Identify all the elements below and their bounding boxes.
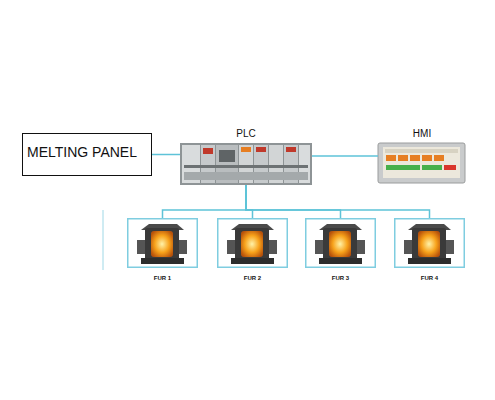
- hmi-header: [385, 149, 458, 153]
- hmi-illustration: [378, 143, 465, 183]
- hmi-bar: [444, 165, 456, 170]
- furnace-illustration: [395, 219, 465, 268]
- furnace-node: FUR 3: [305, 218, 376, 288]
- furnace-caption: FUR 2: [244, 274, 261, 283]
- plc-terminal-strip: [184, 165, 308, 168]
- furnace-illustration: [128, 219, 198, 268]
- hmi-bar: [386, 155, 396, 161]
- device-node: HMI: [378, 127, 466, 183]
- furnace-node: FUR 4: [394, 218, 465, 288]
- furnace-node: FUR 1: [127, 218, 198, 288]
- connector-line: [312, 155, 378, 157]
- plc-led: [241, 147, 251, 152]
- hmi-bar: [422, 165, 442, 170]
- plc-led: [256, 147, 266, 152]
- plc-terminal-block: [184, 172, 308, 180]
- furnace-caption: FUR 3: [332, 274, 349, 283]
- furnace-illustration: [306, 219, 376, 268]
- wire-line: [103, 210, 104, 270]
- hmi-bar: [434, 155, 444, 161]
- furnace-illustration: [218, 219, 288, 268]
- connector-line: [246, 185, 341, 218]
- device-label: HMI: [413, 127, 431, 141]
- plc-illustration: [180, 143, 312, 185]
- panel-box: MELTING PANEL: [22, 133, 152, 176]
- hmi-screen: [383, 147, 460, 178]
- hmi-bar: [422, 155, 432, 161]
- hmi-bar: [386, 165, 420, 170]
- connector-line: [246, 185, 253, 218]
- connector-line: [246, 185, 430, 218]
- plc-backplane: [180, 143, 312, 185]
- connector-line: [163, 185, 247, 218]
- plc-display: [219, 150, 235, 162]
- plc-led: [286, 147, 296, 152]
- furnace-caption: FUR 4: [421, 274, 438, 283]
- panel-label: MELTING PANEL: [27, 145, 137, 159]
- hmi-bar: [398, 155, 408, 161]
- furnace-caption: FUR 1: [154, 274, 171, 283]
- device-node: PLC: [180, 127, 312, 185]
- hmi-bezel: [378, 143, 465, 183]
- furnace-node: FUR 2: [217, 218, 288, 288]
- device-label: PLC: [236, 127, 255, 141]
- plc-led: [203, 148, 213, 154]
- hmi-bar: [410, 155, 420, 161]
- connector-line: [152, 154, 180, 156]
